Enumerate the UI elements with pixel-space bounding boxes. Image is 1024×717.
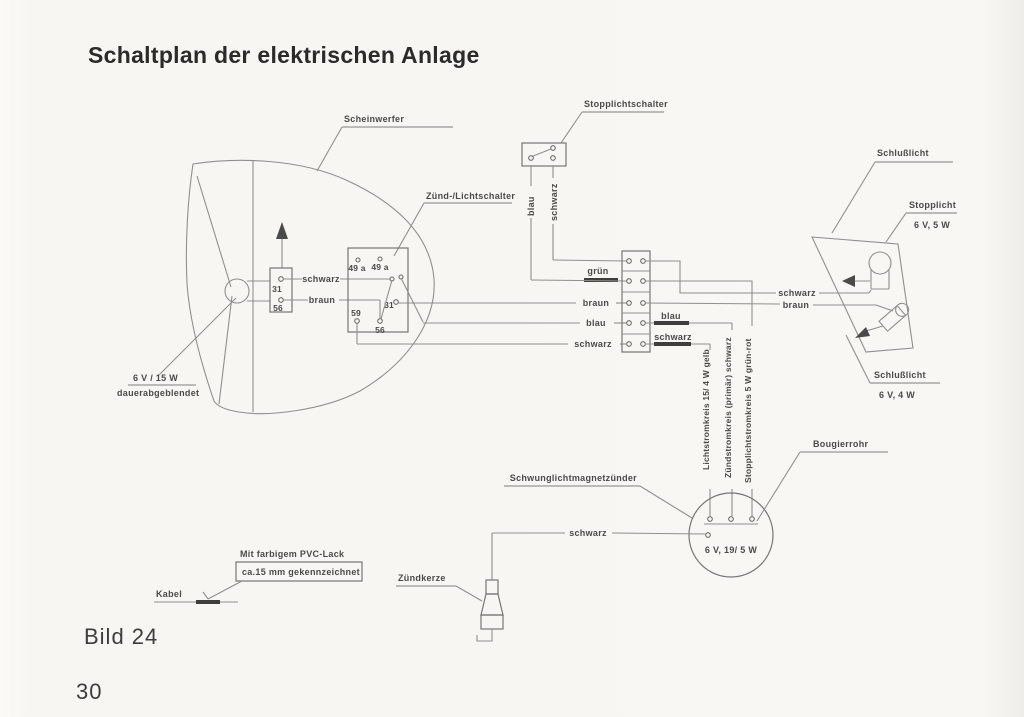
wire-stop-schwarz: schwarz xyxy=(549,183,559,221)
wire-tail-braun: braun xyxy=(783,300,810,310)
wire-tail-schwarz: schwarz xyxy=(778,288,816,298)
wire-strip-schwarz: schwarz xyxy=(574,339,612,349)
label-zuend-lichtschalter: Zünd-/Lichtschalter xyxy=(426,191,515,201)
headlamp-rating: 6 V / 15 W xyxy=(133,373,178,383)
circuit-licht: Lichtstromkreis 15/ 4 W gelb xyxy=(701,349,711,470)
headlamp-note: dauerabgeblendet xyxy=(117,388,199,398)
headlamp-drawing: 6 V / 15 W dauerabgeblendet 31 56 schwar… xyxy=(117,114,453,415)
harness-left: braun blau schwarz grün xyxy=(356,266,627,349)
spark-plug: schwarz Zündkerze xyxy=(396,528,706,642)
magneto-circle xyxy=(688,492,774,578)
terminal-sw-31: 31 xyxy=(384,300,394,310)
junction-strip xyxy=(621,250,651,353)
wire-stop-blau: blau xyxy=(526,196,536,216)
wire-strip-gruen: grün xyxy=(587,266,608,276)
plug-electrode xyxy=(476,629,493,642)
tail-light: Schlußlicht Stopplicht 6 V, 5 W Schlußli… xyxy=(811,148,957,400)
switch-box xyxy=(347,247,409,333)
tail-bulb xyxy=(878,302,910,332)
label-magneto: Schwunglichtmagnetzünder xyxy=(510,473,637,483)
switch-lever-2 xyxy=(400,277,424,323)
pvc-note-box xyxy=(235,561,363,582)
magneto-rating: 6 V, 19/ 5 W xyxy=(705,545,758,555)
label-stopplicht: Stopplicht xyxy=(909,200,956,210)
terminal-49a-left: 49 a xyxy=(348,263,365,273)
wire-strip-r-blau: blau xyxy=(661,311,681,321)
wire-plug-schwarz: schwarz xyxy=(569,528,607,538)
tail-ground-arrow-icon xyxy=(842,275,855,287)
label-bougierrohr: Bougierrohr xyxy=(813,439,868,449)
headlamp-outline xyxy=(185,159,435,415)
terminal-49a-right: 49 a xyxy=(371,262,388,272)
stop-switch-box xyxy=(521,142,567,167)
stopplicht-rating: 6 V, 5 W xyxy=(914,220,950,230)
terminal-head-56: 56 xyxy=(273,303,283,313)
cable-note: Mit farbigem PVC-Lack ca.15 mm gekennzei… xyxy=(154,549,363,604)
bulb-connector xyxy=(269,267,293,313)
tail-housing xyxy=(811,236,914,353)
stop-switch-lever xyxy=(532,148,552,157)
wire-head-braun: braun xyxy=(309,295,336,305)
terminal-sw-59: 59 xyxy=(351,308,361,318)
schlusslicht-bottom-rating: 6 V, 4 W xyxy=(879,390,915,400)
circuit-zuend: Zündstromkreis (primär) schwarz xyxy=(723,337,733,478)
stop-bulb xyxy=(868,251,892,275)
headlamp-rating-leader xyxy=(157,297,237,377)
wire-head-schwarz: schwarz xyxy=(302,274,340,284)
label-schlusslicht-top: Schlußlicht xyxy=(877,148,929,158)
headlamp-bulb xyxy=(224,278,250,304)
plug-body xyxy=(480,614,504,630)
label-schlusslicht-bottom: Schlußlicht xyxy=(874,370,926,380)
pvc-note-line1: Mit farbigem PVC-Lack xyxy=(240,549,345,559)
switch-lever xyxy=(380,279,393,320)
wire-strip-braun: braun xyxy=(583,298,610,308)
tail-bulb-arrow-icon xyxy=(855,327,870,338)
terminal-sw-56: 56 xyxy=(375,325,385,335)
circuit-stopp: Stopplichtstromkreis 5 W grün-rot xyxy=(743,339,753,484)
page-title: Schaltplan der elektrischen Anlage xyxy=(88,42,480,68)
ground-arrow-icon xyxy=(276,222,288,239)
label-kabel: Kabel xyxy=(156,589,182,599)
plug-cap xyxy=(485,579,499,595)
figure-caption: Bild 24 xyxy=(84,624,158,649)
page-number: 30 xyxy=(76,679,102,704)
terminal-head-31: 31 xyxy=(272,284,282,294)
plug-insulator xyxy=(480,593,504,616)
label-zuendkerze: Zündkerze xyxy=(398,573,446,583)
pvc-note-line2: ca.15 mm gekennzeichnet xyxy=(242,567,360,577)
stoplight-switch: Stopplichtschalter blau schwarz xyxy=(521,99,668,282)
wire-strip-r-schwarz: schwarz xyxy=(654,332,692,342)
wire-strip-blau: blau xyxy=(586,318,606,328)
label-stopplichtschalter: Stopplichtschalter xyxy=(584,99,668,109)
ignition-light-switch: Zünd-/Lichtschalter 49 a 49 a 31 59 56 xyxy=(347,191,515,335)
harness-right: schwarz braun blau schwarz Lichtstromkre… xyxy=(645,260,894,516)
magneto: 6 V, 19/ 5 W Schwunglichtmagnetzünder Bo… xyxy=(504,439,888,578)
label-scheinwerfer: Scheinwerfer xyxy=(344,114,404,124)
